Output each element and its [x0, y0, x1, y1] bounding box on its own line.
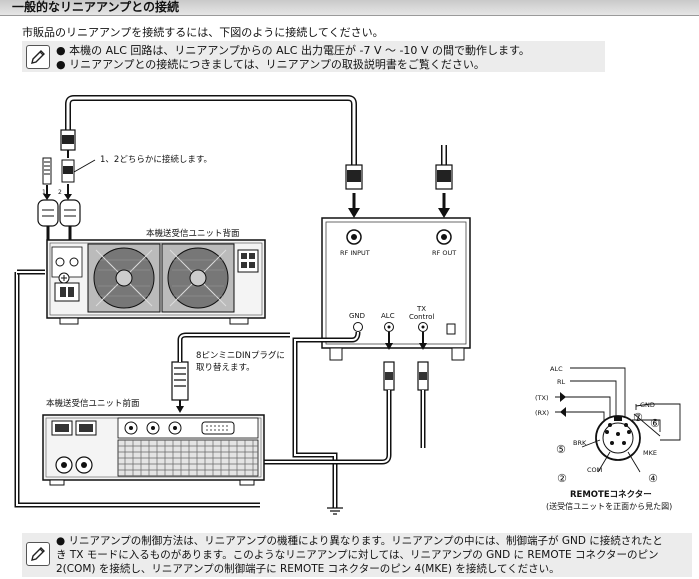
remote-connector-subtitle: (送受信ユニットを正面から見た図) — [546, 501, 672, 511]
pin-com-label: COM — [587, 466, 602, 474]
pin-number-6: ⑥ — [650, 417, 660, 430]
alc-rca-plug — [383, 361, 395, 391]
control-terminal-label: Control — [409, 313, 434, 321]
rear-unit — [46, 239, 266, 325]
front-unit — [42, 414, 265, 486]
pin-number-5: ⑤ — [556, 443, 566, 456]
note-line: ● リニアアンプの制御方法は、リニアアンプの機種により異なります。リニアアンプの… — [56, 535, 663, 547]
pin-mke-label: MKE — [643, 449, 657, 457]
rf-input-plug — [345, 164, 363, 218]
pin-rl-label: RL — [557, 378, 566, 386]
connect-either-label: 1、2どちらかに接続します。 — [100, 154, 212, 165]
pencil-icon — [26, 45, 50, 69]
pin-brk-label: BRK — [573, 439, 587, 447]
pin-number-7: ⑦ — [633, 411, 643, 424]
gnd-terminal-label: GND — [349, 312, 365, 320]
plug-number-2: 2 — [58, 189, 62, 196]
section-header: 一般的なリニアアンプとの接続 — [0, 0, 699, 16]
tx-rca-plug — [417, 361, 429, 391]
pin-number-2: ② — [557, 472, 567, 485]
note-line: ● リニアアンプとの接続につきましては、リニアアンプの取扱説明書をご覧ください。 — [56, 58, 485, 71]
note-line: 2(COM) を接続し、リニアアンプの制御端子に REMOTE コネクターのピン… — [56, 563, 560, 575]
front-unit-label: 本機送受信ユニット前面 — [46, 398, 140, 409]
din-replace-label-1: 8ピンミニDINプラグに — [196, 350, 285, 361]
linear-amplifier — [321, 217, 471, 361]
note-box-bottom: ● リニアアンプの制御方法は、リニアアンプの機種により異なります。リニアアンプの… — [22, 533, 692, 577]
pin-tx-label: (TX) — [535, 394, 549, 402]
coax-plug-1 — [60, 129, 76, 151]
intro-text: 市販品のリニアアンプを接続するには、下図のように接続してください。 — [22, 26, 384, 39]
tx-terminal-label: TX — [416, 305, 426, 313]
alc-terminal-label: ALC — [381, 312, 395, 320]
rear-connectors — [37, 199, 81, 240]
din-replace-label-2: 取り替えます。 — [196, 362, 255, 373]
plug-number-1: 1 — [42, 189, 46, 196]
section-title: 一般的なリニアアンプとの接続 — [12, 0, 180, 14]
coax-plug-2 — [42, 157, 75, 185]
connection-diagram: RF INPUT RF OUT GND ALC TX Control 1 — [14, 95, 681, 515]
rf-out-label: RF OUT — [432, 249, 456, 257]
note-box-top: ● 本機の ALC 回路は、リニアアンプからの ALC 出力電圧が -7 V ～… — [22, 41, 605, 72]
pin-alc-label: ALC — [550, 365, 563, 373]
remote-connector-title: REMOTEコネクター — [570, 489, 652, 500]
remote-connector-diagram — [555, 367, 681, 473]
pin-gnd-label: GND — [640, 401, 655, 409]
pencil-icon — [26, 542, 50, 566]
rf-out-plug — [435, 164, 453, 218]
rear-unit-label: 本機送受信ユニット背面 — [146, 228, 240, 239]
note-line: ● 本機の ALC 回路は、リニアアンプからの ALC 出力電圧が -7 V ～… — [56, 44, 530, 57]
note-line: き TX モードに入るものがあります。このようなリニアアンプに対しては、リニアア… — [56, 549, 659, 561]
rf-input-label: RF INPUT — [340, 249, 370, 257]
mini-din-plug — [171, 332, 290, 413]
pin-rx-label: (RX) — [535, 409, 549, 417]
pin-number-4: ④ — [648, 472, 658, 485]
